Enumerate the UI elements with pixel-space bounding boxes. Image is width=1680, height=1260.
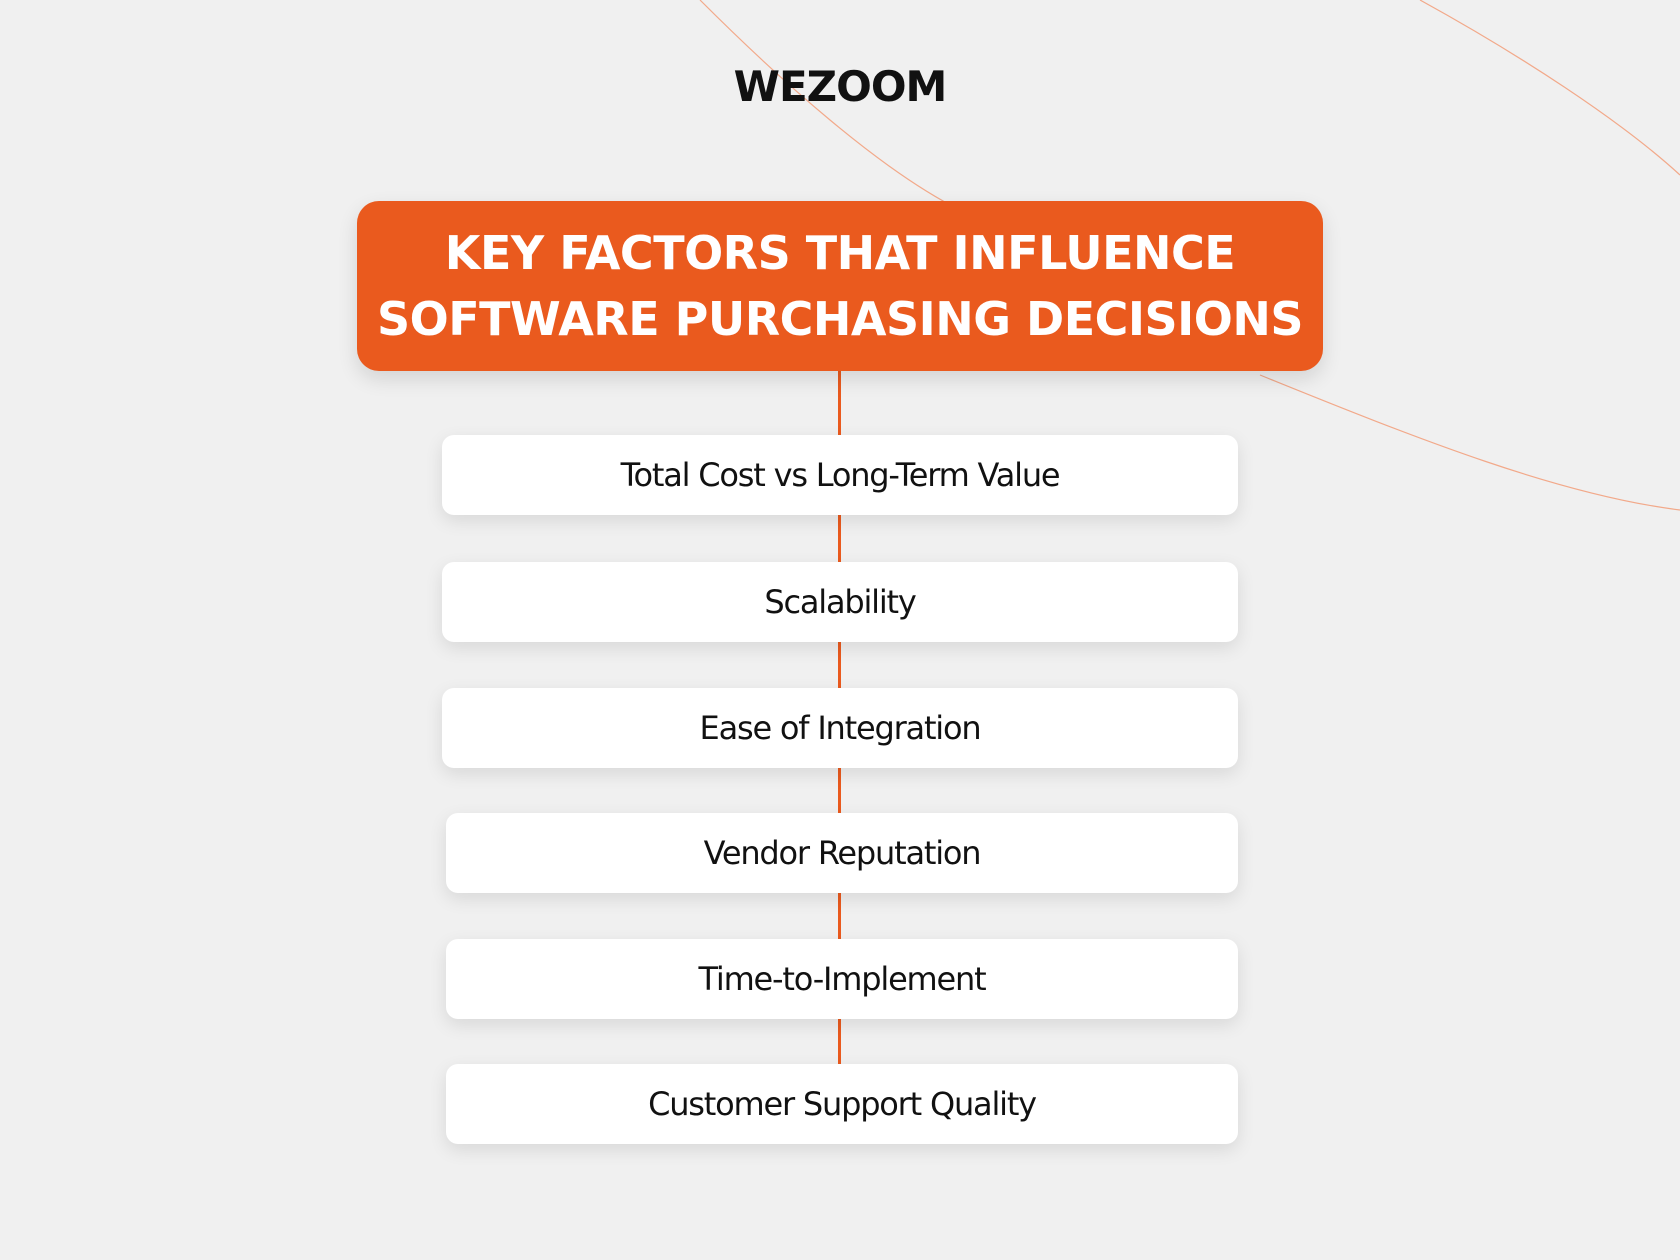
factor-label: Vendor Reputation bbox=[703, 834, 982, 872]
factor-label: Total Cost vs Long-Term Value bbox=[620, 456, 1061, 494]
factor-card-vendor-reputation: Vendor Reputation bbox=[446, 813, 1238, 893]
factor-card-ease-of-integration: Ease of Integration bbox=[442, 688, 1238, 768]
arc-line-top-right bbox=[1419, 0, 1680, 176]
factor-label: Customer Support Quality bbox=[648, 1085, 1037, 1123]
wezom-logo: WEZOOM bbox=[733, 62, 948, 111]
factor-card-scalability: Scalability bbox=[442, 562, 1238, 642]
factor-card-time-to-implement: Time-to-Implement bbox=[446, 939, 1238, 1019]
title-line-1: KEY FACTORS THAT INFLUENCE bbox=[444, 226, 1236, 280]
factor-card-total-cost: Total Cost vs Long-Term Value bbox=[442, 435, 1238, 515]
factor-label: Ease of Integration bbox=[699, 709, 982, 747]
factor-label: Scalability bbox=[764, 583, 916, 621]
title-line-2: SOFTWARE PURCHASING DECISIONS bbox=[377, 292, 1303, 346]
arc-line-left bbox=[699, 0, 961, 211]
arc-line-right bbox=[1259, 374, 1680, 511]
factor-label: Time-to-Implement bbox=[698, 960, 987, 998]
factor-card-customer-support: Customer Support Quality bbox=[446, 1064, 1238, 1144]
title-banner: KEY FACTORS THAT INFLUENCE SOFTWARE PURC… bbox=[357, 201, 1323, 371]
